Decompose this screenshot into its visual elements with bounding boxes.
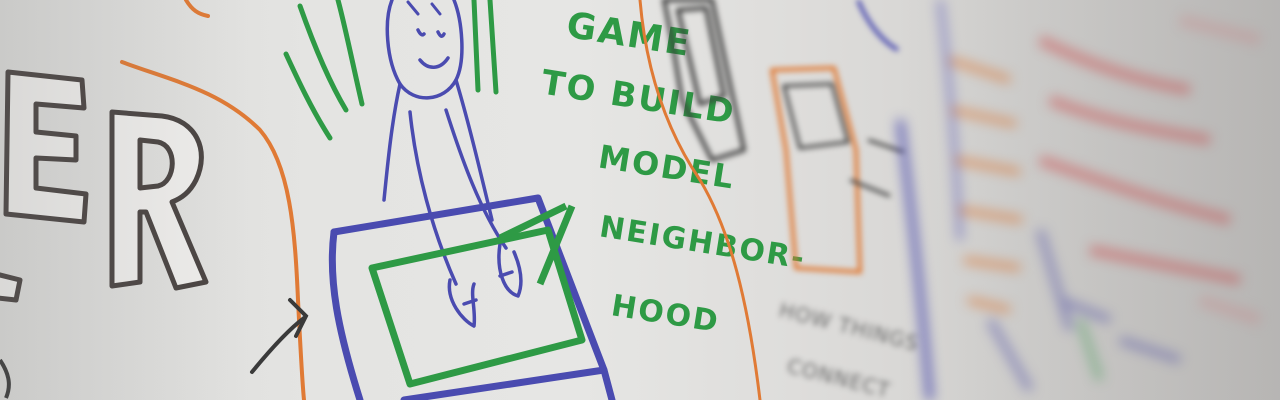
outlined-letters [0,69,209,303]
green-motion-lines [283,0,499,141]
kiosk-orange [770,66,862,274]
letter-e-outline [3,69,89,225]
orange-connector [120,0,306,400]
letter-e-left-partial [0,272,23,303]
grey-caption-2: CONNECT [785,354,893,400]
orange-long-curve [638,0,762,400]
green-inner-box [368,202,586,388]
caption-line-5: HOOD [609,288,722,340]
caption-line-4: NEIGHBOR- [597,210,808,277]
blue-figure [382,0,523,328]
blue-box [328,194,616,400]
kiosk-sketches: HOW THINGS CONNECT [662,0,922,400]
black-curl-bottom-left [0,358,11,399]
kiosk-black [662,0,746,162]
caption-line-3: MODEL [596,138,738,197]
caption-line-2: TO BUILD [539,63,739,133]
black-arrow [250,298,309,374]
out-of-focus-notes [897,0,1262,400]
letter-r-outline [109,109,209,291]
grey-caption-1: HOW THINGS [777,298,922,356]
